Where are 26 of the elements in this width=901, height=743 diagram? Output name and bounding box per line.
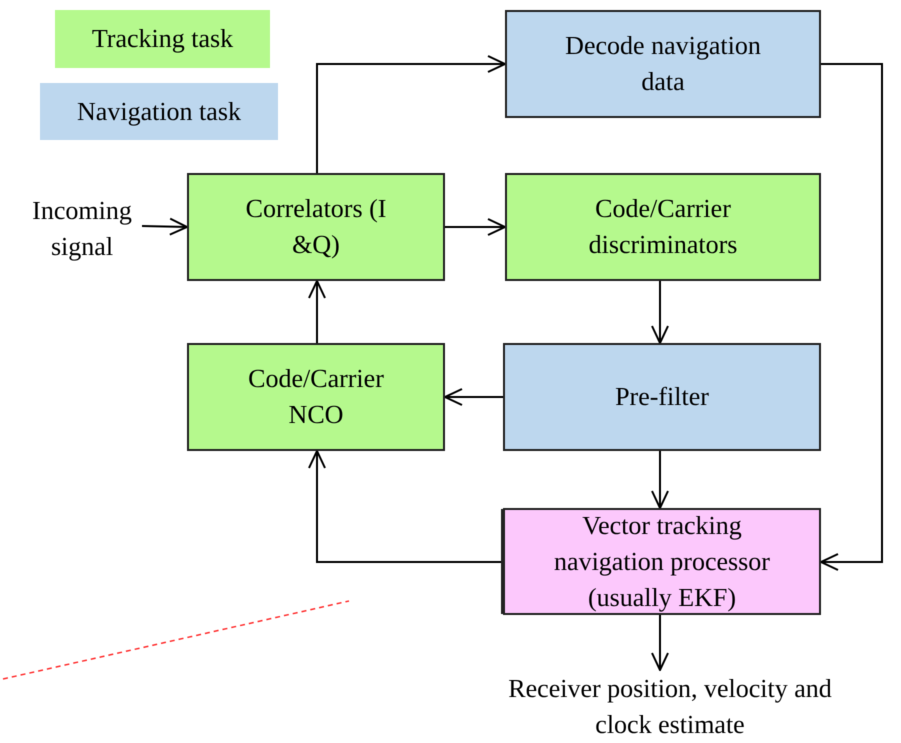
process-box [187, 343, 445, 451]
arrow [651, 451, 669, 509]
process-box [505, 173, 821, 281]
arrow [445, 218, 506, 236]
output-label: Receiver position, velocity and clock estimate [480, 672, 860, 742]
process-box [503, 508, 821, 615]
arrow [651, 281, 669, 344]
input-label: Incoming signal [18, 193, 146, 265]
arrow [308, 280, 326, 343]
process-box [187, 173, 445, 281]
arrow [444, 388, 503, 406]
box-label: Code/Carrier NCO [247, 363, 385, 431]
arrow [316, 55, 506, 173]
legend-item: Navigation task [40, 83, 278, 140]
box-label: Code/Carrier discriminators [588, 193, 738, 261]
arrow [820, 63, 883, 571]
arrow [308, 450, 503, 563]
arrow [651, 615, 669, 671]
box-label: Pre-filter [615, 381, 709, 413]
legend-item: Tracking task [55, 10, 270, 68]
box-label: Decode navigation data [564, 30, 762, 98]
box-label: Correlators (I &Q) [244, 193, 388, 261]
process-box [505, 10, 821, 118]
box-label: Vector tracking navigation processor (usually EKF) [553, 510, 771, 614]
arrow [142, 218, 188, 236]
process-box [503, 343, 821, 451]
